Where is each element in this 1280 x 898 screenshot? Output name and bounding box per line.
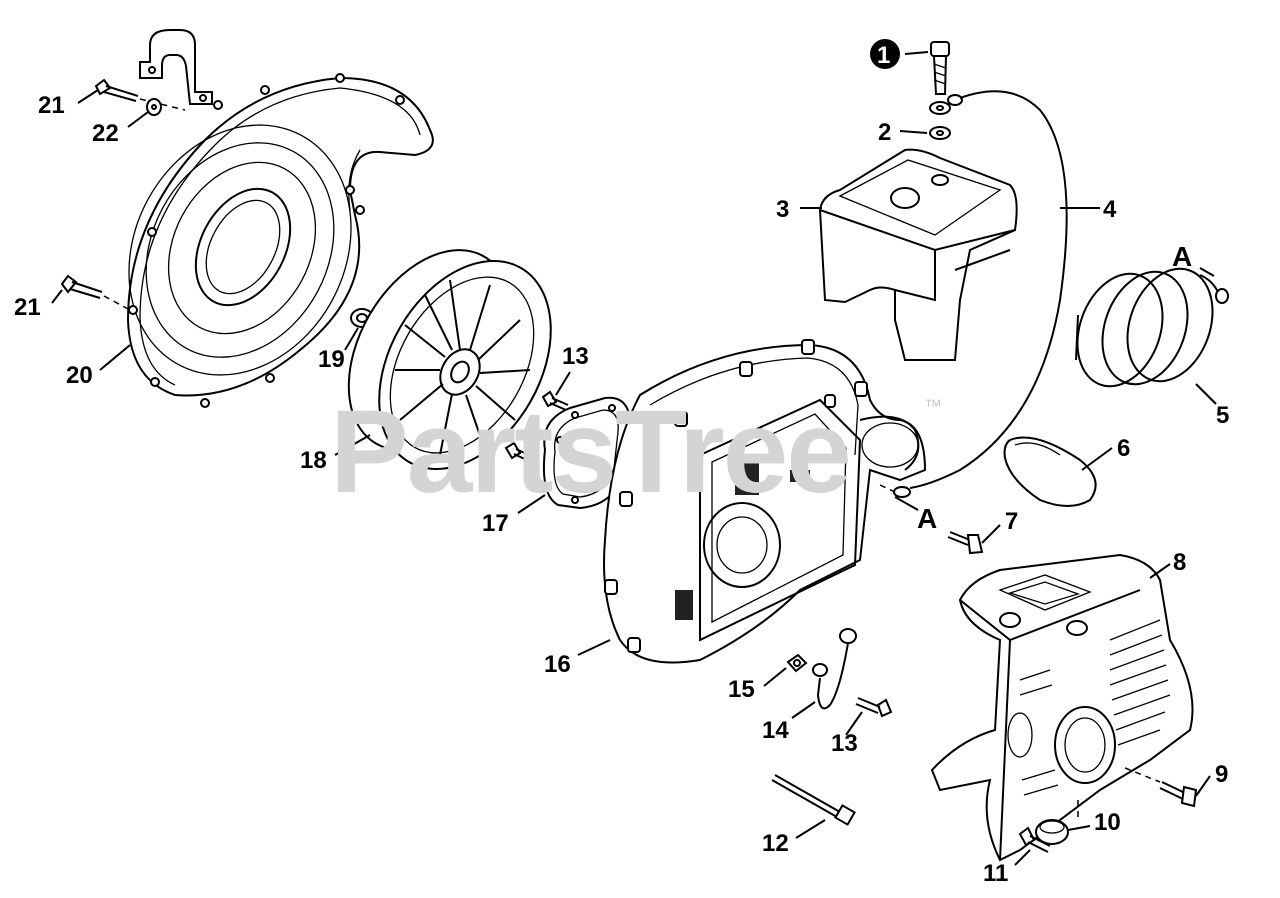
- plug-10-drawing: [1035, 800, 1079, 845]
- coil-wire-5-drawing: [1075, 267, 1229, 388]
- ground-wire-4-drawing: [879, 90, 1068, 498]
- screw-1-drawing: [930, 41, 950, 95]
- reference-letter-a-lower: A: [917, 503, 937, 534]
- reference-letter-a-upper: A: [1172, 241, 1192, 272]
- reference-marker-a-upper: A: [1172, 241, 1192, 272]
- impeller-drawing: [347, 249, 552, 470]
- fan-housing-drawing: [603, 339, 927, 664]
- watermark-trademark: ™: [924, 396, 942, 416]
- callout-3: 3: [776, 196, 789, 223]
- ground-lead-14-drawing: [812, 628, 857, 710]
- callout-4: 4: [1103, 196, 1117, 223]
- callout-12: 12: [762, 830, 789, 857]
- callout-13-upper: 13: [562, 343, 589, 370]
- screw-9-drawing: [1124, 767, 1198, 808]
- callout-13-lower: 13: [831, 730, 858, 757]
- callout-10: 10: [1094, 809, 1121, 836]
- callout-2: 2: [878, 119, 891, 146]
- callout-17: 17: [482, 510, 509, 537]
- shroud-3-drawing: [818, 148, 1018, 361]
- callout-8: 8: [1173, 549, 1186, 576]
- cap-6-drawing: [1003, 436, 1097, 507]
- screw-7-drawing: [947, 531, 984, 555]
- watermark-text: PartsTree: [330, 386, 850, 518]
- washer-22-drawing: [146, 98, 162, 116]
- callout-11: 11: [983, 860, 1008, 887]
- cable-tie-12-drawing: [771, 774, 856, 826]
- callout-14: 14: [762, 717, 789, 744]
- fan-cover-drawing: [126, 29, 434, 408]
- nut-15-drawing: [786, 653, 808, 673]
- callout-7: 7: [1005, 508, 1018, 535]
- washer-2-drawing: [929, 101, 951, 140]
- screw-13-lower-drawing: [855, 697, 893, 718]
- callout-5: 5: [1216, 402, 1229, 429]
- callout-15: 15: [728, 676, 755, 703]
- leader-lines: [51, 51, 1217, 866]
- screw-21-lower-drawing: [60, 274, 131, 311]
- callout-9: 9: [1215, 761, 1228, 788]
- callout-22: 22: [92, 120, 119, 147]
- callout-20: 20: [66, 362, 93, 389]
- callout-21-upper: 21: [38, 92, 65, 119]
- callout-labels: 1 2 3 4 5 6 7 8 9 10 11 12 13 13 14 15 1…: [14, 42, 1229, 887]
- callout-21-lower: 21: [14, 294, 41, 321]
- screw-11-drawing: [1018, 826, 1051, 853]
- reference-marker-a-lower: A: [894, 496, 937, 534]
- screw-21-upper-drawing: [94, 78, 186, 111]
- callout-18: 18: [300, 447, 327, 474]
- callout-16: 16: [544, 651, 571, 678]
- callout-19: 19: [318, 346, 345, 373]
- callout-1: 1: [877, 42, 890, 69]
- screw-13-upper-drawing: [504, 390, 569, 463]
- callout-6: 6: [1117, 435, 1130, 462]
- callout-circle-1: [870, 39, 900, 69]
- engine-housing-drawing: [930, 553, 1194, 862]
